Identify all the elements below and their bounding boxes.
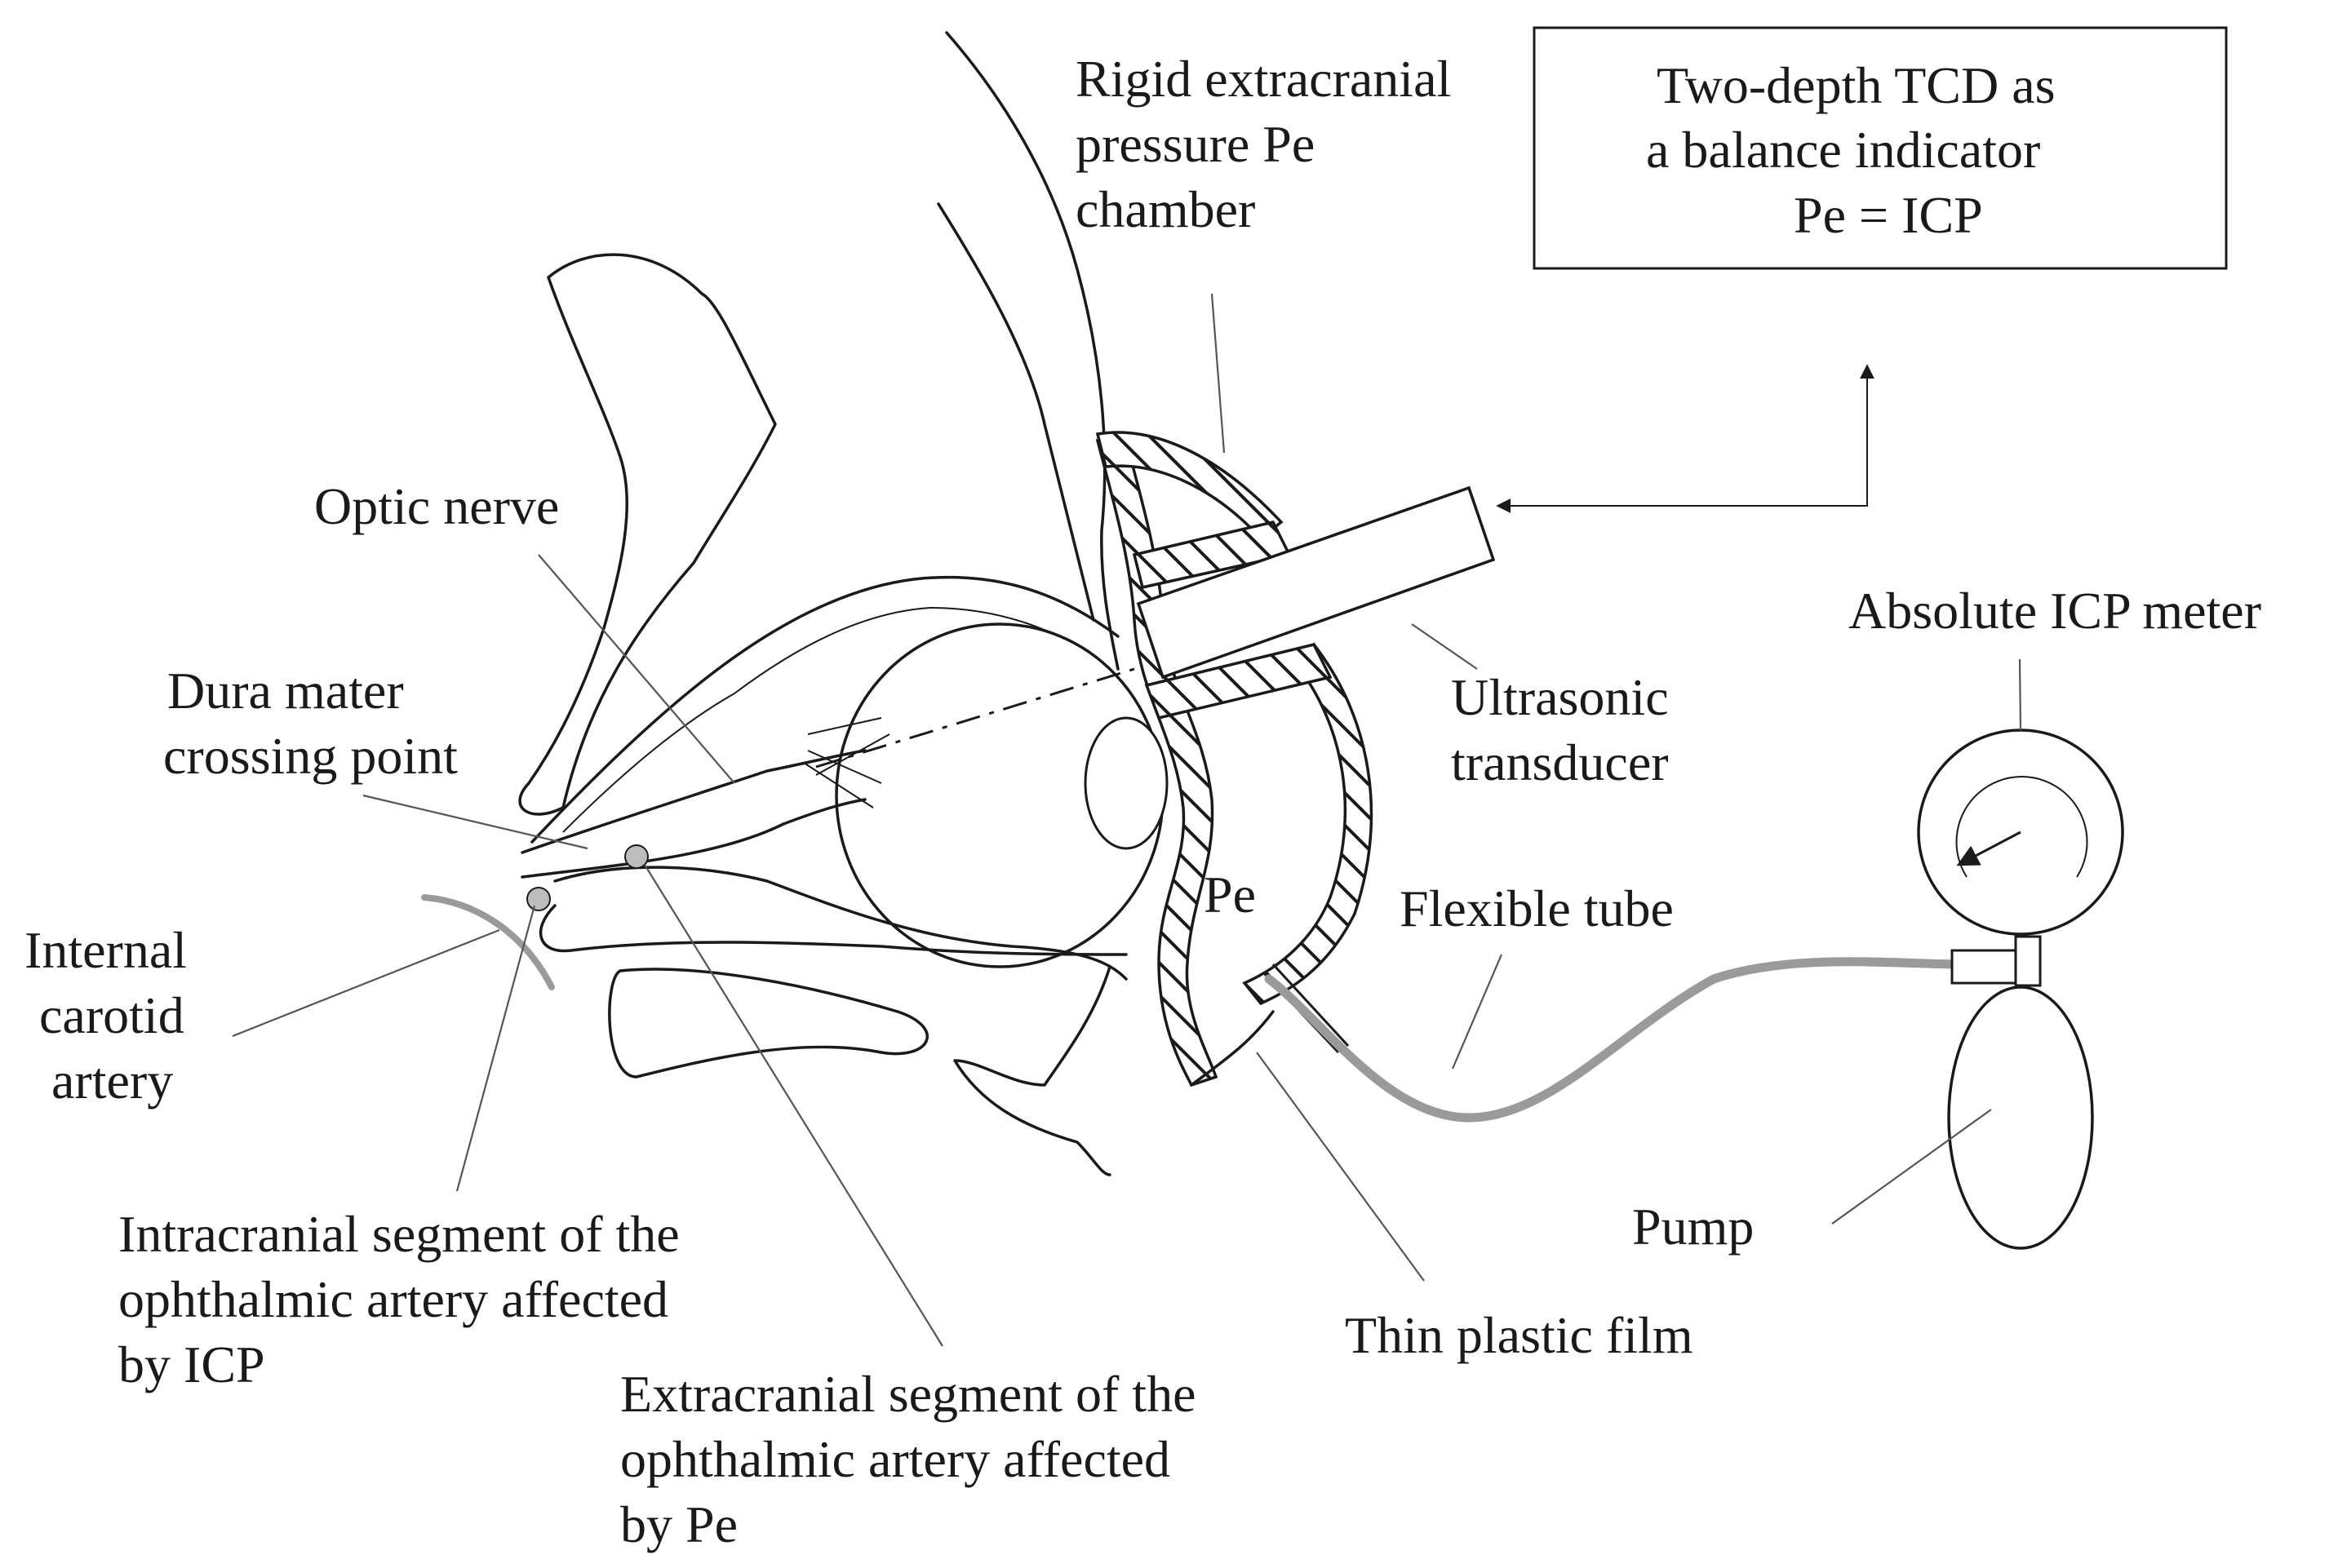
optic-nerve-bundle-lower	[521, 798, 867, 879]
frontal-bone-edge	[937, 202, 1095, 622]
leader-chamber	[1210, 293, 1226, 454]
internal-carotid-label-line2: carotid	[39, 986, 184, 1044]
intracranial-label-line2: ophthalmic artery affected	[118, 1270, 668, 1328]
intracranial-label-line1: Intracranial segment of the	[118, 1205, 680, 1263]
maxillary-blob	[608, 968, 929, 1079]
leader-internal-carotid	[232, 928, 500, 1038]
internal-carotid-curve	[421, 894, 555, 990]
ultrasonic-label-line1: Ultrasonic	[1451, 668, 1669, 726]
meter-needle	[1956, 831, 2021, 866]
forehead-contour	[945, 31, 1120, 671]
eye-lens	[1084, 716, 1169, 850]
chamber-label-line1: Rigid extracranial	[1076, 50, 1451, 108]
upper-lid-inner	[562, 606, 1111, 833]
leader-extracranial	[644, 864, 943, 1347]
flexible-tube-label: Flexible tube	[1400, 879, 1674, 937]
internal-carotid-label-line3: artery	[51, 1052, 173, 1110]
leader-intracranial	[455, 905, 536, 1192]
leader-optic-nerve	[538, 554, 735, 784]
chamber-label-line2: pressure Pe	[1076, 115, 1315, 173]
pump-bulb	[1947, 986, 2094, 1250]
upper-lid	[530, 575, 1120, 844]
leader-film	[1256, 1052, 1425, 1282]
meter-stem	[2014, 935, 2042, 987]
pe-label: Pe	[1204, 866, 1256, 924]
balance-box-line3: Pe = ICP	[1794, 186, 1983, 244]
absolute-icp-meter-label: Absolute ICP meter	[1848, 582, 2261, 640]
meter-dial-arc	[1955, 776, 2088, 878]
ultrasonic-label-line2: transducer	[1451, 733, 1669, 791]
intracranial-artery-marker	[526, 887, 551, 911]
balance-box-line2: a balance indicator	[1646, 121, 2040, 179]
optic-nerve-label: Optic nerve	[314, 477, 559, 535]
intracranial-label-line3: by ICP	[118, 1335, 265, 1393]
extracranial-label-line3: by Pe	[620, 1495, 738, 1553]
balance-box-line1: Two-depth TCD as	[1657, 56, 2056, 114]
balance-indicator-box	[1533, 26, 2228, 270]
pump-label: Pump	[1632, 1198, 1754, 1256]
chamber-label-line3: chamber	[1076, 180, 1255, 238]
thin-plastic-film-label: Thin plastic film	[1345, 1306, 1693, 1364]
orbital-roof	[518, 253, 777, 816]
chamber-lower-lip	[1190, 1010, 1275, 1087]
orbital-floor-lower	[539, 904, 1128, 956]
optic-nerve-bundle	[521, 749, 867, 854]
leader-flexible-tube	[1451, 954, 1503, 1070]
leader-dura	[362, 794, 588, 850]
dura-label-line2: crossing point	[163, 727, 458, 785]
extracranial-artery-marker	[624, 844, 649, 869]
extracranial-label-line2: ophthalmic artery affected	[620, 1430, 1170, 1488]
flexible-tube	[1264, 957, 1959, 1123]
optic-nerve-fibers	[803, 717, 890, 808]
chamber-shell-right	[1242, 642, 1373, 1006]
leader-meter	[2018, 658, 2022, 731]
cheek-bone	[953, 965, 1111, 1176]
extracranial-label-line1: Extracranial segment of the	[620, 1365, 1196, 1423]
transducer-holder-lower	[1144, 642, 1333, 720]
leader-ultrasonic	[1411, 623, 1478, 670]
leader-pump	[1831, 1109, 1992, 1225]
box-to-transducer-connector	[1496, 364, 1874, 513]
internal-carotid-label-line1: Internal	[24, 921, 187, 979]
ultrasonic-transducer	[1136, 485, 1496, 680]
dura-label-line1: Dura mater	[167, 662, 404, 720]
